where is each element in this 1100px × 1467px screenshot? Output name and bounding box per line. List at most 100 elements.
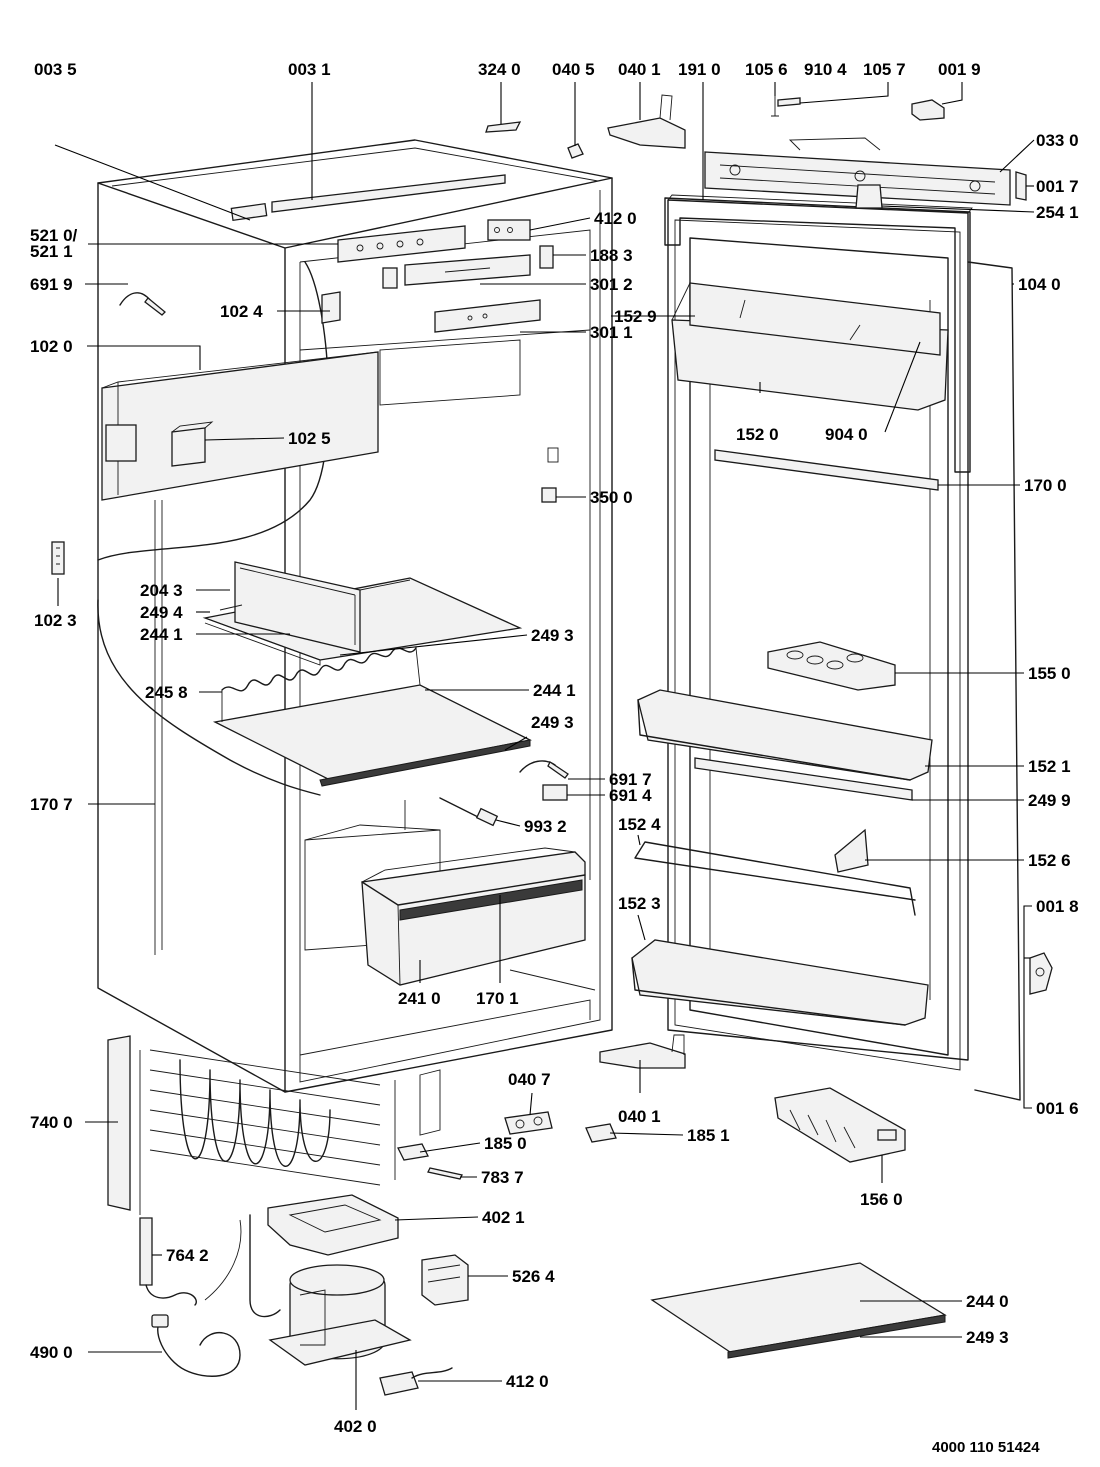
callout-label: 102 3 bbox=[34, 611, 77, 630]
lower-glass-shelf bbox=[212, 647, 532, 787]
callout-label: 521 0/ bbox=[30, 226, 78, 245]
callout-label: 102 4 bbox=[220, 302, 263, 321]
condenser bbox=[107, 1035, 441, 1215]
callout-label: 102 0 bbox=[30, 337, 73, 356]
refrigerator-door bbox=[667, 194, 1021, 1101]
callout-label: 521 1 bbox=[30, 242, 73, 261]
callout-label: 244 1 bbox=[533, 681, 576, 700]
callout-label: 185 1 bbox=[687, 1126, 730, 1145]
hinge-cap-0019 bbox=[911, 99, 945, 121]
callout-label: 402 0 bbox=[334, 1417, 377, 1436]
callout-label: 910 4 bbox=[804, 60, 847, 79]
starter-relay bbox=[421, 1254, 469, 1306]
callout-label: 191 0 bbox=[678, 60, 721, 79]
callout-label: 249 9 bbox=[1028, 791, 1071, 810]
callout-label: 764 2 bbox=[166, 1246, 209, 1265]
callout-label: 001 9 bbox=[938, 60, 981, 79]
callout-label: 185 0 bbox=[484, 1134, 527, 1153]
callout-label: 249 3 bbox=[531, 713, 574, 732]
callout-label: 350 0 bbox=[590, 488, 633, 507]
power-cord bbox=[151, 1314, 241, 1377]
callout-label: 490 0 bbox=[30, 1343, 73, 1362]
callout-label: 254 1 bbox=[1036, 203, 1079, 222]
callout-label: 691 9 bbox=[30, 275, 73, 294]
callout-label: 244 0 bbox=[966, 1292, 1009, 1311]
callout-label: 152 4 bbox=[618, 815, 661, 834]
light-cover bbox=[434, 299, 541, 333]
callout-label: 040 7 bbox=[508, 1070, 551, 1089]
callout-label: 324 0 bbox=[478, 60, 521, 79]
callout-label: 152 0 bbox=[736, 425, 779, 444]
callout-label: 526 4 bbox=[512, 1267, 555, 1286]
top-trim-strip bbox=[230, 174, 506, 222]
thermostat-sensor bbox=[119, 292, 166, 316]
callout-label: 241 0 bbox=[398, 989, 441, 1008]
compressor bbox=[249, 1214, 412, 1366]
callout-label: 105 6 bbox=[745, 60, 788, 79]
egg-tray bbox=[767, 641, 896, 691]
cover-clip-0405 bbox=[567, 143, 584, 159]
callout-label: 001 7 bbox=[1036, 177, 1079, 196]
door-shelf-bar bbox=[714, 449, 939, 491]
callout-label: 152 1 bbox=[1028, 757, 1071, 776]
callout-label: 301 1 bbox=[590, 323, 633, 342]
drain-tube bbox=[139, 1217, 242, 1306]
callout-label: 152 9 bbox=[614, 307, 657, 326]
callout-label: 249 4 bbox=[140, 603, 183, 622]
callout-label: 040 1 bbox=[618, 60, 661, 79]
callout-label: 033 0 bbox=[1036, 131, 1079, 150]
callout-label: 904 0 bbox=[825, 425, 868, 444]
control-panel bbox=[337, 219, 531, 263]
callout-label: 249 3 bbox=[531, 626, 574, 645]
sensor-bracket bbox=[321, 291, 341, 324]
callout-label: 152 3 bbox=[618, 894, 661, 913]
clip-3500 bbox=[541, 487, 557, 503]
callout-label: 188 3 bbox=[590, 246, 633, 265]
hinge-pin-2541 bbox=[855, 184, 883, 209]
callout-label: 170 0 bbox=[1024, 476, 1067, 495]
bottle-holder-wire bbox=[634, 841, 916, 916]
overload-protector bbox=[379, 1367, 453, 1396]
bottle-stopper bbox=[834, 828, 869, 873]
callout-label: 204 3 bbox=[140, 581, 183, 600]
callout-label: 740 0 bbox=[30, 1113, 73, 1132]
cover-clip-3240 bbox=[485, 121, 522, 133]
crisper-drawer bbox=[361, 847, 586, 986]
leader-lines bbox=[54, 82, 1035, 1410]
callout-label: 003 5 bbox=[34, 60, 77, 79]
small-fixings bbox=[397, 1111, 617, 1180]
callout-label: 691 7 bbox=[609, 770, 652, 789]
hinge-bracket-bottom bbox=[599, 1034, 686, 1069]
compressor-tray bbox=[267, 1194, 399, 1256]
callout-label: 001 6 bbox=[1036, 1099, 1079, 1118]
lamp-housing bbox=[382, 245, 554, 289]
door-shelf-lower bbox=[631, 939, 929, 1026]
callout-label: 104 0 bbox=[1018, 275, 1061, 294]
callout-label: 249 3 bbox=[966, 1328, 1009, 1347]
callout-label: 783 7 bbox=[481, 1168, 524, 1187]
callout-label: 040 5 bbox=[552, 60, 595, 79]
hinge-bracket-top bbox=[607, 94, 686, 149]
ice-cube-tray bbox=[774, 1087, 906, 1163]
callout-label: 105 7 bbox=[863, 60, 906, 79]
callout-label: 170 1 bbox=[476, 989, 519, 1008]
door-hinge-bottom bbox=[1029, 952, 1053, 995]
hinge-clip-0017 bbox=[1015, 171, 1027, 201]
callout-label: 993 2 bbox=[524, 817, 567, 836]
callout-label: 156 0 bbox=[860, 1190, 903, 1209]
callout-label: 412 0 bbox=[594, 209, 637, 228]
callout-label: 155 0 bbox=[1028, 664, 1071, 683]
callout-label: 301 2 bbox=[590, 275, 633, 294]
temperature-sensor bbox=[439, 760, 569, 827]
screw-set bbox=[771, 96, 801, 117]
callout-label: 170 7 bbox=[30, 795, 73, 814]
callout-label: 244 1 bbox=[140, 625, 183, 644]
door-gasket bbox=[664, 197, 971, 473]
callout-labels: 003 5 003 1 324 0 040 5 040 1 191 0 105 … bbox=[30, 60, 1079, 1436]
upper-glass-shelf bbox=[202, 561, 523, 666]
callout-label: 003 1 bbox=[288, 60, 331, 79]
door-shelf-upper bbox=[637, 689, 933, 781]
document-number: 4000 110 51424 bbox=[932, 1439, 1040, 1456]
callout-label: 102 5 bbox=[288, 429, 331, 448]
